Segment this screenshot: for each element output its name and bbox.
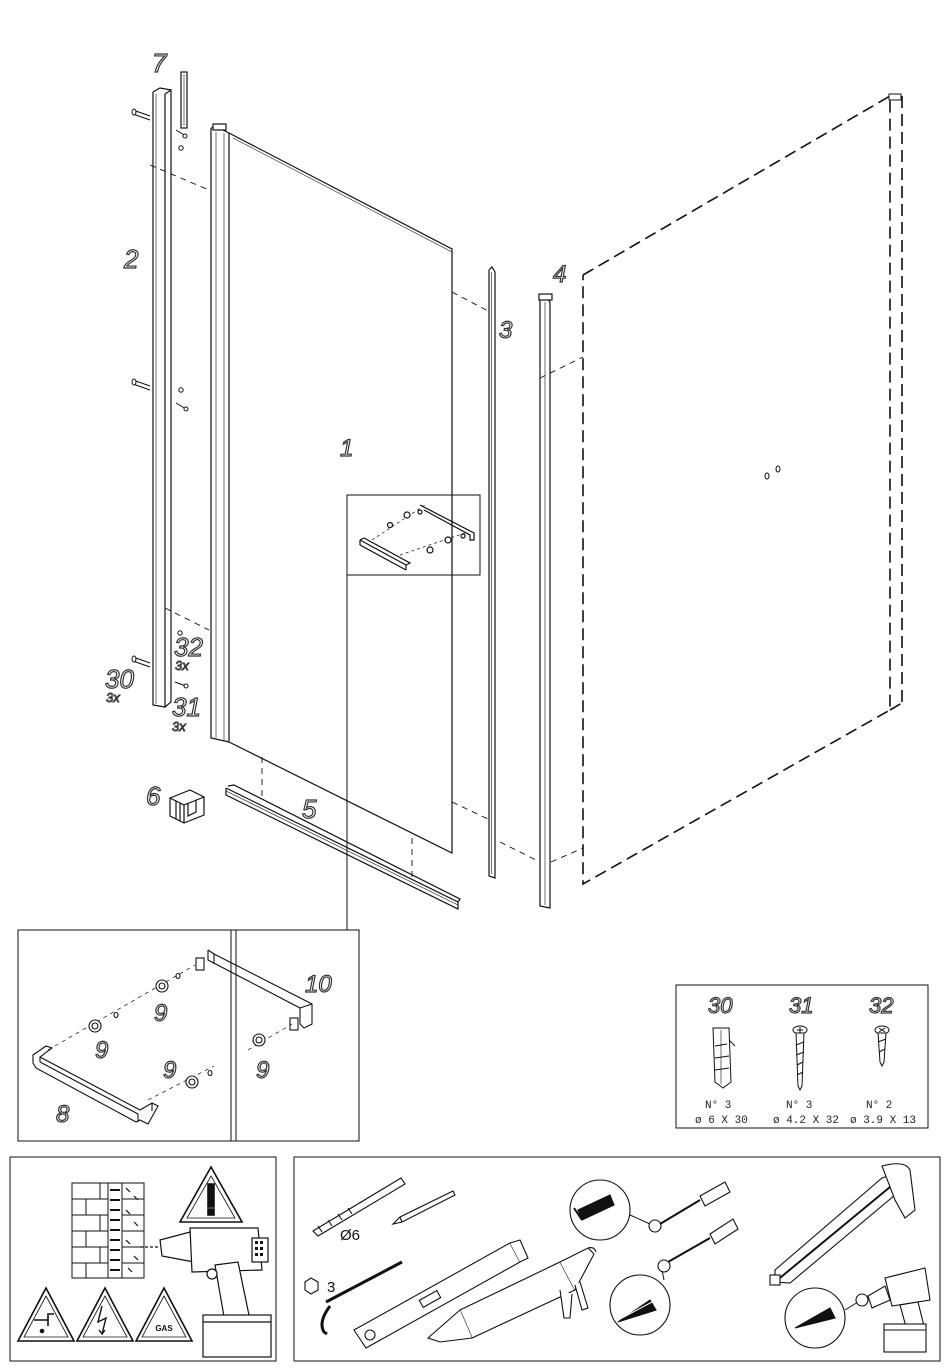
svg-text:ø 4.2 X 32: ø 4.2 X 32: [773, 1115, 839, 1127]
svg-text:N° 3: N° 3: [705, 1100, 731, 1112]
part-side-profile-4: [539, 294, 552, 908]
brick-wall-icon: [72, 1183, 144, 1278]
part-fixed-panel-dashed: [583, 96, 902, 884]
hardware-item-32: 32 N° 2 ø 3.9 X 13: [850, 993, 916, 1127]
tools-box: Ø6 3: [294, 1157, 940, 1361]
flat-screwdriver-icon: [570, 1180, 730, 1240]
svg-text:31: 31: [789, 993, 813, 1018]
label-top-cover: 7: [152, 48, 168, 78]
label-wall-profile: 2: [123, 244, 139, 274]
dowels: [132, 109, 150, 667]
label-nut-c: 9: [163, 1057, 176, 1084]
label-handle-10: 10: [305, 971, 332, 998]
part-side-profile-3: [489, 267, 495, 878]
label-qty-dowel: 3x: [106, 690, 120, 705]
label-side-profile-3: 3: [499, 317, 513, 344]
label-bottom-seal: 5: [302, 794, 317, 824]
hex-icon: [305, 1278, 318, 1294]
part-wall-profile: [153, 88, 171, 707]
svg-text:32: 32: [869, 993, 893, 1018]
handle-10: [196, 950, 312, 1030]
label-glass-panel: 1: [340, 435, 353, 462]
svg-text:ø 6 X 30: ø 6 X 30: [695, 1115, 748, 1127]
label-qty-screw-long: 3x: [172, 719, 186, 734]
alignment-lines: [150, 165, 583, 878]
part-glass-panel: [211, 124, 452, 853]
hacksaw-icon: [770, 1164, 915, 1285]
power-drill-icon: [140, 1228, 271, 1357]
handle-labels: 10 9 9 9 9 8: [56, 971, 332, 1128]
phillips-screwdriver-icon: [610, 1219, 738, 1335]
hardware-item-31: 31 N° 3 ø 4.2 X 32: [773, 993, 839, 1127]
cordless-drill-icon: [785, 1268, 930, 1352]
label-handle-8: 8: [56, 1101, 70, 1128]
part-bottom-seal: [226, 785, 460, 909]
label-nut-d: 9: [256, 1057, 269, 1084]
svg-text:ø 3.9 X 13: ø 3.9 X 13: [850, 1115, 916, 1127]
panel-holes: [765, 466, 780, 479]
label-nut-a: 9: [154, 1000, 167, 1027]
wall-screws: [175, 130, 188, 688]
hardware-table: 30 N° 3 ø 6 X 30 31 N° 3 ø 4.2 X 32 32: [676, 985, 928, 1128]
svg-text:N° 2: N° 2: [866, 1100, 892, 1112]
gas-label: GAS: [155, 1324, 173, 1333]
label-qty-screw-short: 3x: [175, 658, 189, 673]
hardware-item-30: 30 N° 3 ø 6 X 30: [695, 993, 748, 1127]
electric-warning-icon: [77, 1288, 133, 1341]
label-side-profile-4: 4: [553, 261, 566, 288]
pencil-icon: [393, 1191, 455, 1224]
svg-text:N° 3: N° 3: [786, 1100, 812, 1112]
label-screw-long: 31: [172, 692, 201, 722]
label-nut-b: 9: [95, 1037, 108, 1064]
handle-nuts: [89, 974, 265, 1089]
gas-warning-icon: [136, 1288, 192, 1341]
label-end-cap: 6: [146, 781, 161, 811]
hex-key-size: 3: [327, 1279, 335, 1296]
part-labels: 7 2 1 3 4 5 6 30 3x 32 3x 31 3x: [105, 48, 566, 824]
part-end-cap: [170, 790, 204, 823]
water-pipe-warning-icon: [18, 1288, 74, 1341]
safety-box: GAS: [10, 1157, 276, 1361]
exploded-view: [132, 72, 902, 930]
drill-bit-size: Ø6: [340, 1227, 360, 1244]
part-top-cover: [181, 72, 187, 128]
svg-text:30: 30: [708, 993, 733, 1018]
warning-exclamation-icon: [180, 1167, 242, 1222]
